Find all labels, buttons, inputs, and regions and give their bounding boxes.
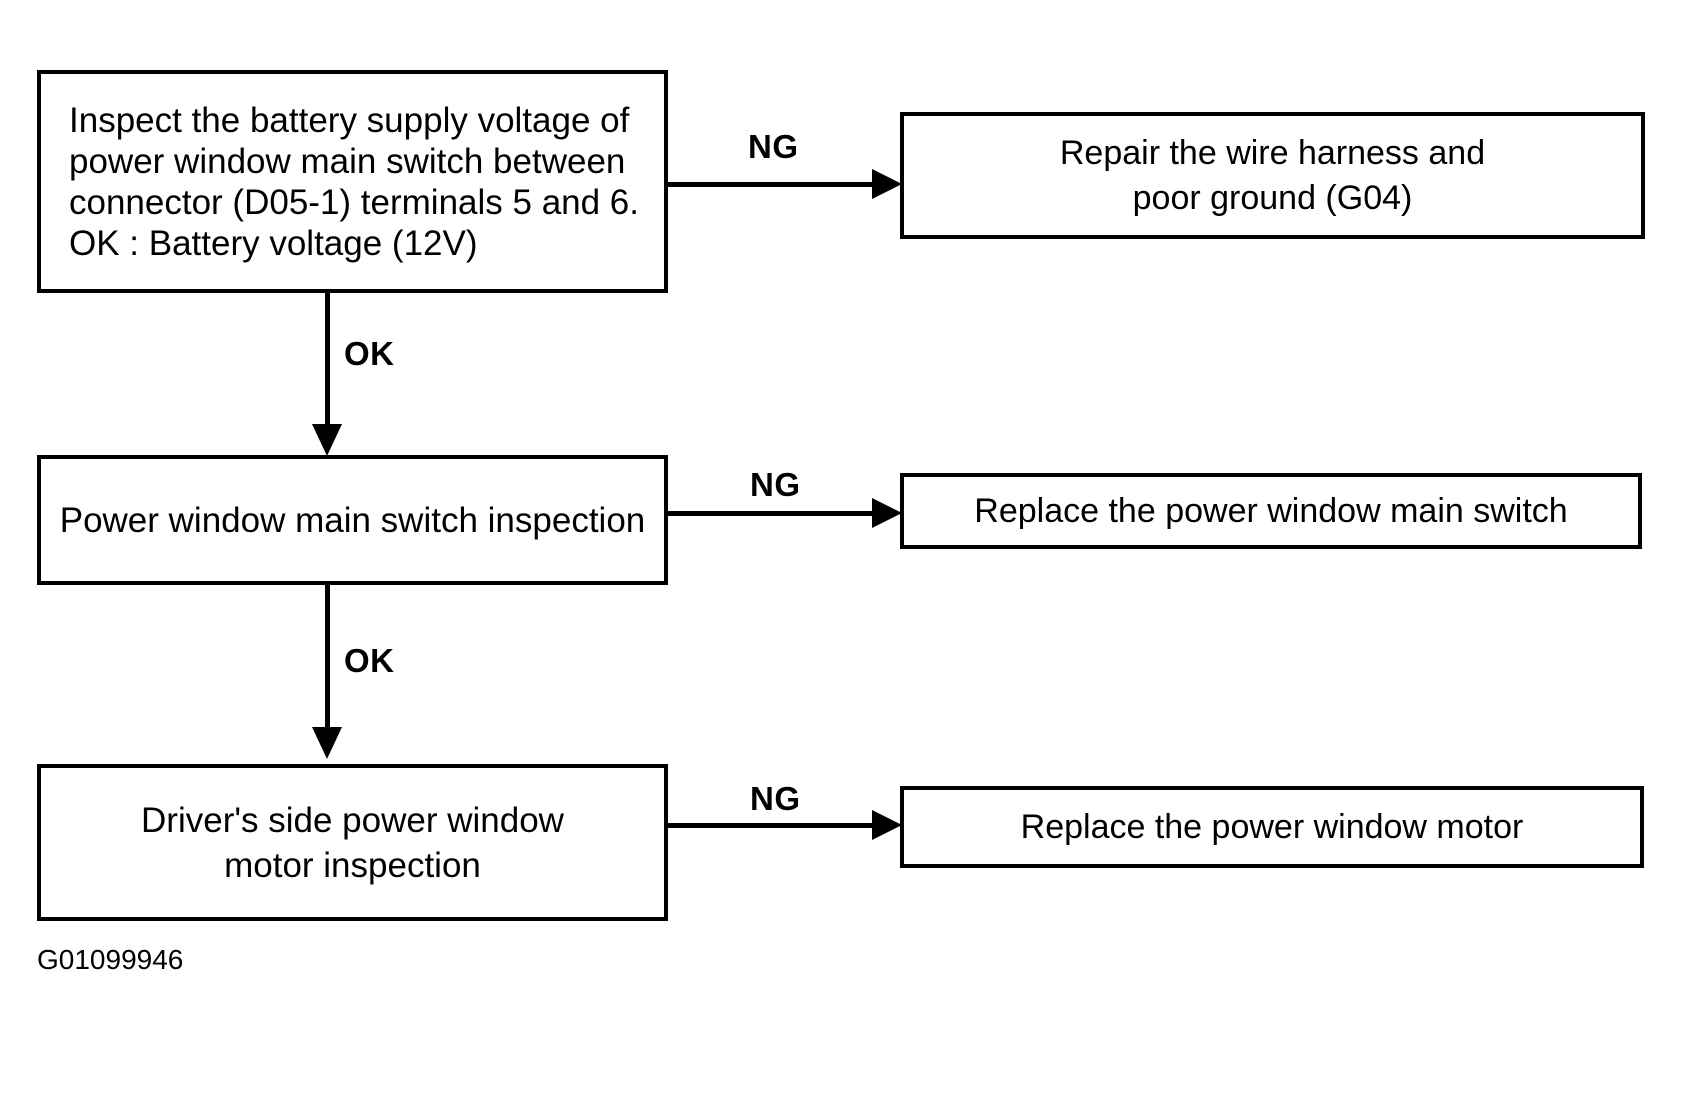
ok-arrowhead-1	[312, 424, 342, 456]
ok-connector-line-1	[325, 293, 330, 431]
step-box-battery-supply-voltage-text: Inspect the battery supply voltage of po…	[69, 100, 639, 263]
ok-label-1: OK	[344, 335, 395, 372]
figure-caption: G01099946	[37, 944, 184, 975]
ng-connector-line-3	[668, 823, 880, 828]
step-box-main-switch-inspection: Power window main switch inspection	[37, 455, 668, 585]
ng-arrowhead-1	[872, 169, 902, 199]
ng-arrowhead-2	[872, 498, 902, 528]
result-box-replace-motor-text: Replace the power window motor	[1020, 808, 1524, 846]
ng-connector-line-2	[668, 511, 880, 516]
ng-label-2: NG	[750, 466, 801, 503]
ng-label-1: NG	[748, 128, 799, 165]
ok-arrowhead-2	[312, 727, 342, 759]
result-box-repair-harness: Repair the wire harness and poor ground …	[900, 112, 1645, 239]
step-box-main-switch-inspection-text: Power window main switch inspection	[59, 500, 646, 540]
ng-connector-line-1	[668, 182, 878, 187]
ok-connector-line-2	[325, 583, 330, 731]
step-box-motor-inspection-text: Driver's side power window motor inspect…	[141, 800, 564, 885]
ok-label-2: OK	[344, 642, 395, 679]
result-box-replace-main-switch: Replace the power window main switch	[900, 473, 1642, 549]
step-box-battery-supply-voltage: Inspect the battery supply voltage of po…	[37, 70, 668, 293]
ng-label-3: NG	[750, 780, 801, 817]
step-box-motor-inspection: Driver's side power window motor inspect…	[37, 764, 668, 921]
result-box-replace-main-switch-text: Replace the power window main switch	[974, 492, 1568, 530]
ng-arrowhead-3	[872, 810, 902, 840]
result-box-replace-motor: Replace the power window motor	[900, 786, 1644, 868]
result-box-repair-harness-text: Repair the wire harness and poor ground …	[1059, 133, 1486, 217]
